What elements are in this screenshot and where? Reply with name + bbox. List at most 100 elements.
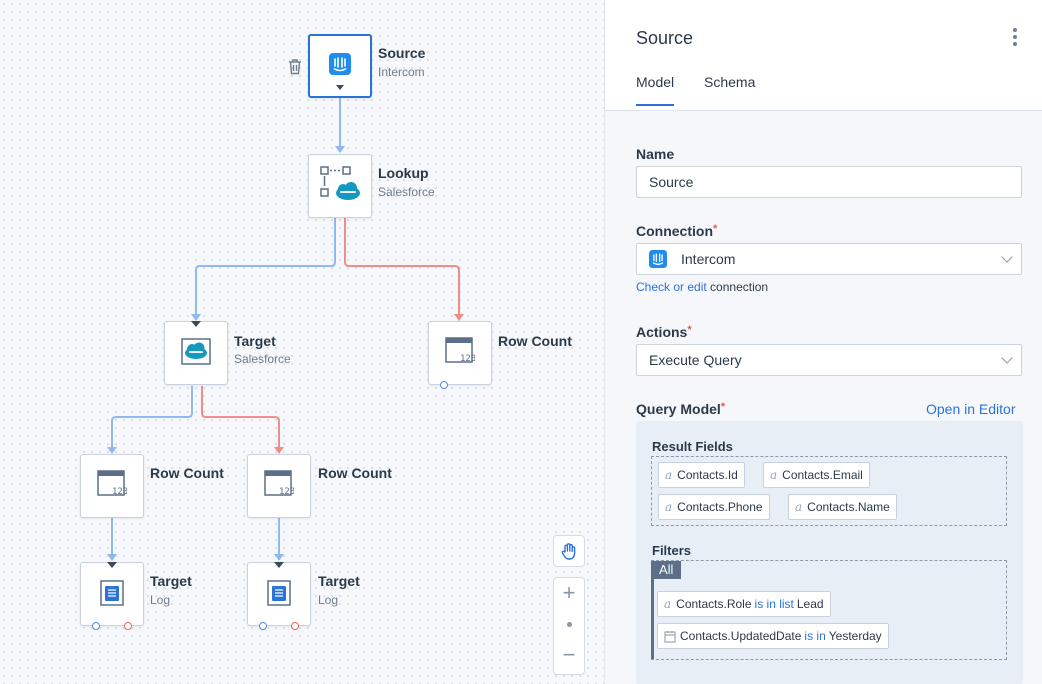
source-node-subtitle: Intercom <box>378 65 425 79</box>
target-log-1-title: Target <box>150 573 192 589</box>
arrow-head <box>274 447 284 454</box>
hand-icon <box>561 543 576 560</box>
input-caret-icon <box>274 562 284 568</box>
edge-target-rowcount-2 <box>201 386 280 447</box>
arrow-head <box>335 146 345 153</box>
success-port[interactable] <box>92 622 100 630</box>
lookup-node[interactable] <box>308 154 372 218</box>
source-node[interactable] <box>308 34 372 98</box>
error-port[interactable] <box>124 622 132 630</box>
string-type-icon: a <box>770 468 778 482</box>
zoom-level-dot <box>554 608 584 640</box>
rowcount-2-title: Row Count <box>150 465 224 481</box>
calendar-icon <box>664 630 676 643</box>
string-type-icon: a <box>665 500 673 514</box>
arrow-head <box>107 554 117 561</box>
pipeline-edges <box>107 98 464 561</box>
string-type-icon: a <box>665 468 673 482</box>
actions-label: Actions* <box>636 324 692 340</box>
tabs-divider <box>605 110 1042 111</box>
edge-lookup-rowcount <box>344 218 460 314</box>
intercom-icon <box>649 250 667 268</box>
row-count-icon: 123 <box>97 469 128 503</box>
arrow-head <box>454 314 464 321</box>
name-input[interactable] <box>636 166 1022 198</box>
rowcount-node-2[interactable]: 123 <box>80 454 144 518</box>
svg-text:123: 123 <box>112 487 127 497</box>
open-in-editor-link[interactable]: Open in Editor <box>926 401 1016 417</box>
chevron-down-icon <box>1001 352 1013 364</box>
target-log-node-1[interactable] <box>80 562 144 630</box>
filter-group-all[interactable]: All <box>651 561 682 579</box>
log-icon <box>266 578 292 611</box>
rowcount-1-title: Row Count <box>498 333 572 349</box>
edge-lookup-target <box>195 218 336 314</box>
pan-tool-button[interactable] <box>553 535 585 567</box>
lookup-icon <box>318 164 362 209</box>
arrow-head <box>191 314 201 321</box>
expand-caret-icon <box>336 85 344 90</box>
connection-value: Intercom <box>681 251 736 267</box>
arrow-head <box>274 554 284 561</box>
rowcount-node-1[interactable]: 123 <box>428 321 492 389</box>
target-log-2-title: Target <box>318 573 360 589</box>
arrow-head <box>107 447 117 454</box>
rowcount-node-3[interactable]: 123 <box>247 454 311 518</box>
svg-text:123: 123 <box>460 354 475 364</box>
svg-text:123: 123 <box>279 487 294 497</box>
zoom-controls: + − <box>553 577 585 675</box>
edge-target-rowcount-1 <box>111 386 193 447</box>
result-fields-label: Result Fields <box>652 439 733 454</box>
lookup-node-title: Lookup <box>378 165 429 181</box>
salesforce-icon <box>181 336 211 371</box>
success-port[interactable] <box>259 622 267 630</box>
delete-node-icon[interactable] <box>287 58 303 80</box>
panel-title: Source <box>636 28 694 48</box>
connection-label: Connection* <box>636 223 718 239</box>
pipeline-canvas[interactable]: Source Intercom Lookup Salesforce <box>0 0 604 684</box>
log-icon <box>99 578 125 611</box>
target-log-2-subtitle: Log <box>318 593 339 607</box>
target-salesforce-subtitle: Salesforce <box>234 352 291 366</box>
input-caret-icon <box>107 562 117 568</box>
query-model-label: Query Model* <box>636 401 726 417</box>
more-options-icon[interactable] <box>1010 28 1020 48</box>
source-node-title: Source <box>378 45 426 61</box>
target-salesforce-node[interactable] <box>164 321 228 385</box>
connection-hint: Check or edit connection <box>636 280 769 294</box>
actions-select[interactable]: Execute Query <box>636 344 1022 376</box>
connection-select[interactable]: Intercom <box>636 243 1022 275</box>
error-port[interactable] <box>291 622 299 630</box>
row-count-icon: 123 <box>445 336 476 370</box>
actions-value: Execute Query <box>649 352 742 368</box>
zoom-in-button[interactable]: + <box>562 580 576 605</box>
output-port[interactable] <box>440 381 448 389</box>
salesforce-cloud-icon <box>336 181 360 200</box>
tab-schema[interactable]: Schema <box>704 74 756 90</box>
target-log-node-2[interactable] <box>247 562 311 630</box>
string-type-icon: a <box>664 597 672 611</box>
row-count-icon: 123 <box>264 469 295 503</box>
input-caret-icon <box>191 321 201 327</box>
chevron-down-icon <box>1001 251 1013 263</box>
tab-model[interactable]: Model <box>636 74 675 106</box>
filters-label: Filters <box>652 543 692 558</box>
lookup-node-subtitle: Salesforce <box>378 185 435 199</box>
string-type-icon: a <box>795 500 803 514</box>
target-salesforce-title: Target <box>234 333 276 349</box>
check-or-edit-link[interactable]: Check or edit <box>636 280 707 294</box>
name-label: Name <box>636 146 675 162</box>
filter-group-bar <box>651 561 654 659</box>
zoom-out-button[interactable]: − <box>562 642 576 667</box>
properties-panel: Source Model Schema Name Connection* Int… <box>604 0 1042 684</box>
rowcount-3-title: Row Count <box>318 465 392 481</box>
